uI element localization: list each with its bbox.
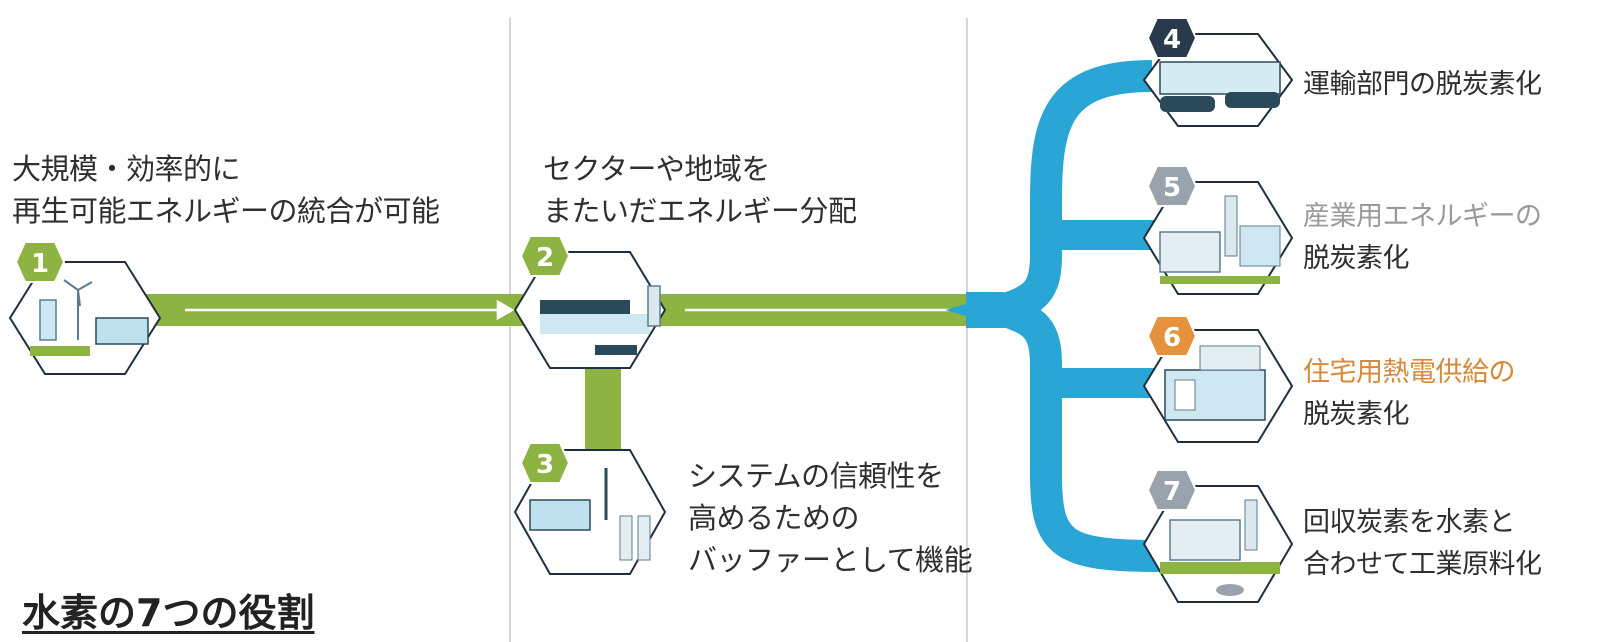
role-4-label: 運輸部門の脱炭素化 — [1303, 64, 1542, 106]
role-6-label: 住宅用熱電供給の 脱炭素化 — [1303, 352, 1516, 436]
hex-node-6-num: 6 — [1163, 323, 1181, 353]
hex-node-7: 7 — [1142, 469, 1294, 603]
role-6-line-2: 脱炭素化 — [1303, 399, 1410, 430]
role-1-line-1: 大規模・効率的に — [12, 152, 241, 186]
role-3-line-1: システムの信頼性を — [688, 459, 944, 493]
hex-node-6: 6 — [1142, 315, 1294, 443]
divider-left — [509, 18, 511, 642]
role-5-line-2: 脱炭素化 — [1303, 243, 1409, 274]
role-2-line-1: セクターや地域を — [543, 152, 770, 186]
flow-arrow-1 — [185, 299, 515, 321]
hex-node-2-badge — [519, 235, 571, 277]
role-7-line-2: 合わせて工業原料化 — [1303, 549, 1542, 580]
hex-node-2-num: 2 — [536, 243, 554, 273]
blue-brace-tip — [966, 292, 1030, 328]
hex-node-1-badge — [14, 241, 66, 283]
divider-right — [966, 18, 968, 642]
hex-node-1-num: 1 — [31, 249, 49, 279]
hex-node-5-num: 5 — [1163, 173, 1181, 203]
hex-node-3-num: 3 — [536, 450, 554, 480]
role-3-label: システムの信頼性を 高めるための バッファーとして機能 — [688, 455, 973, 581]
role-1-line-2: 再生可能エネルギーの統合が可能 — [12, 194, 440, 228]
blue-brace — [945, 60, 1161, 572]
blue-branch-6 — [1046, 368, 1158, 398]
role-5-line-1: 産業用エネルギーの — [1303, 201, 1542, 232]
hex-node-3: 3 — [513, 442, 667, 575]
hex-node-5-badge — [1146, 165, 1198, 207]
diagram-title: 水素の7つの役割 — [22, 591, 315, 635]
role-7-label: 回収炭素を水素と 合わせて工業原料化 — [1303, 502, 1542, 586]
role-4-line-1: 運輸部門の脱炭素化 — [1303, 69, 1542, 100]
hex-node-3-badge — [519, 442, 571, 484]
blue-branch-5 — [1046, 220, 1158, 250]
role-3-line-2: 高めるための — [688, 501, 860, 535]
hex-node-5: 5 — [1142, 165, 1294, 295]
hex-node-6-badge — [1146, 315, 1198, 357]
role-6-line-1: 住宅用熱電供給の — [1303, 357, 1516, 388]
hex-node-4-badge — [1146, 17, 1198, 59]
hex-node-4-num: 4 — [1163, 25, 1181, 55]
hex-node-7-num: 7 — [1163, 477, 1181, 507]
hex-node-4: 4 — [1142, 17, 1294, 127]
hex-node-1: 1 — [8, 241, 162, 375]
hex-node-7-badge — [1146, 469, 1198, 511]
role-3-line-3: バッファーとして機能 — [688, 543, 973, 577]
role-2-label: セクターや地域を またいだエネルギー分配 — [543, 148, 857, 232]
role-2-line-2: またいだエネルギー分配 — [543, 194, 857, 228]
hex-node-2: 2 — [513, 235, 667, 369]
role-1-label: 大規模・効率的に 再生可能エネルギーの統合が可能 — [12, 148, 440, 232]
role-5-label: 産業用エネルギーの 脱炭素化 — [1303, 196, 1542, 280]
role-7-line-1: 回収炭素を水素と — [1303, 507, 1515, 538]
